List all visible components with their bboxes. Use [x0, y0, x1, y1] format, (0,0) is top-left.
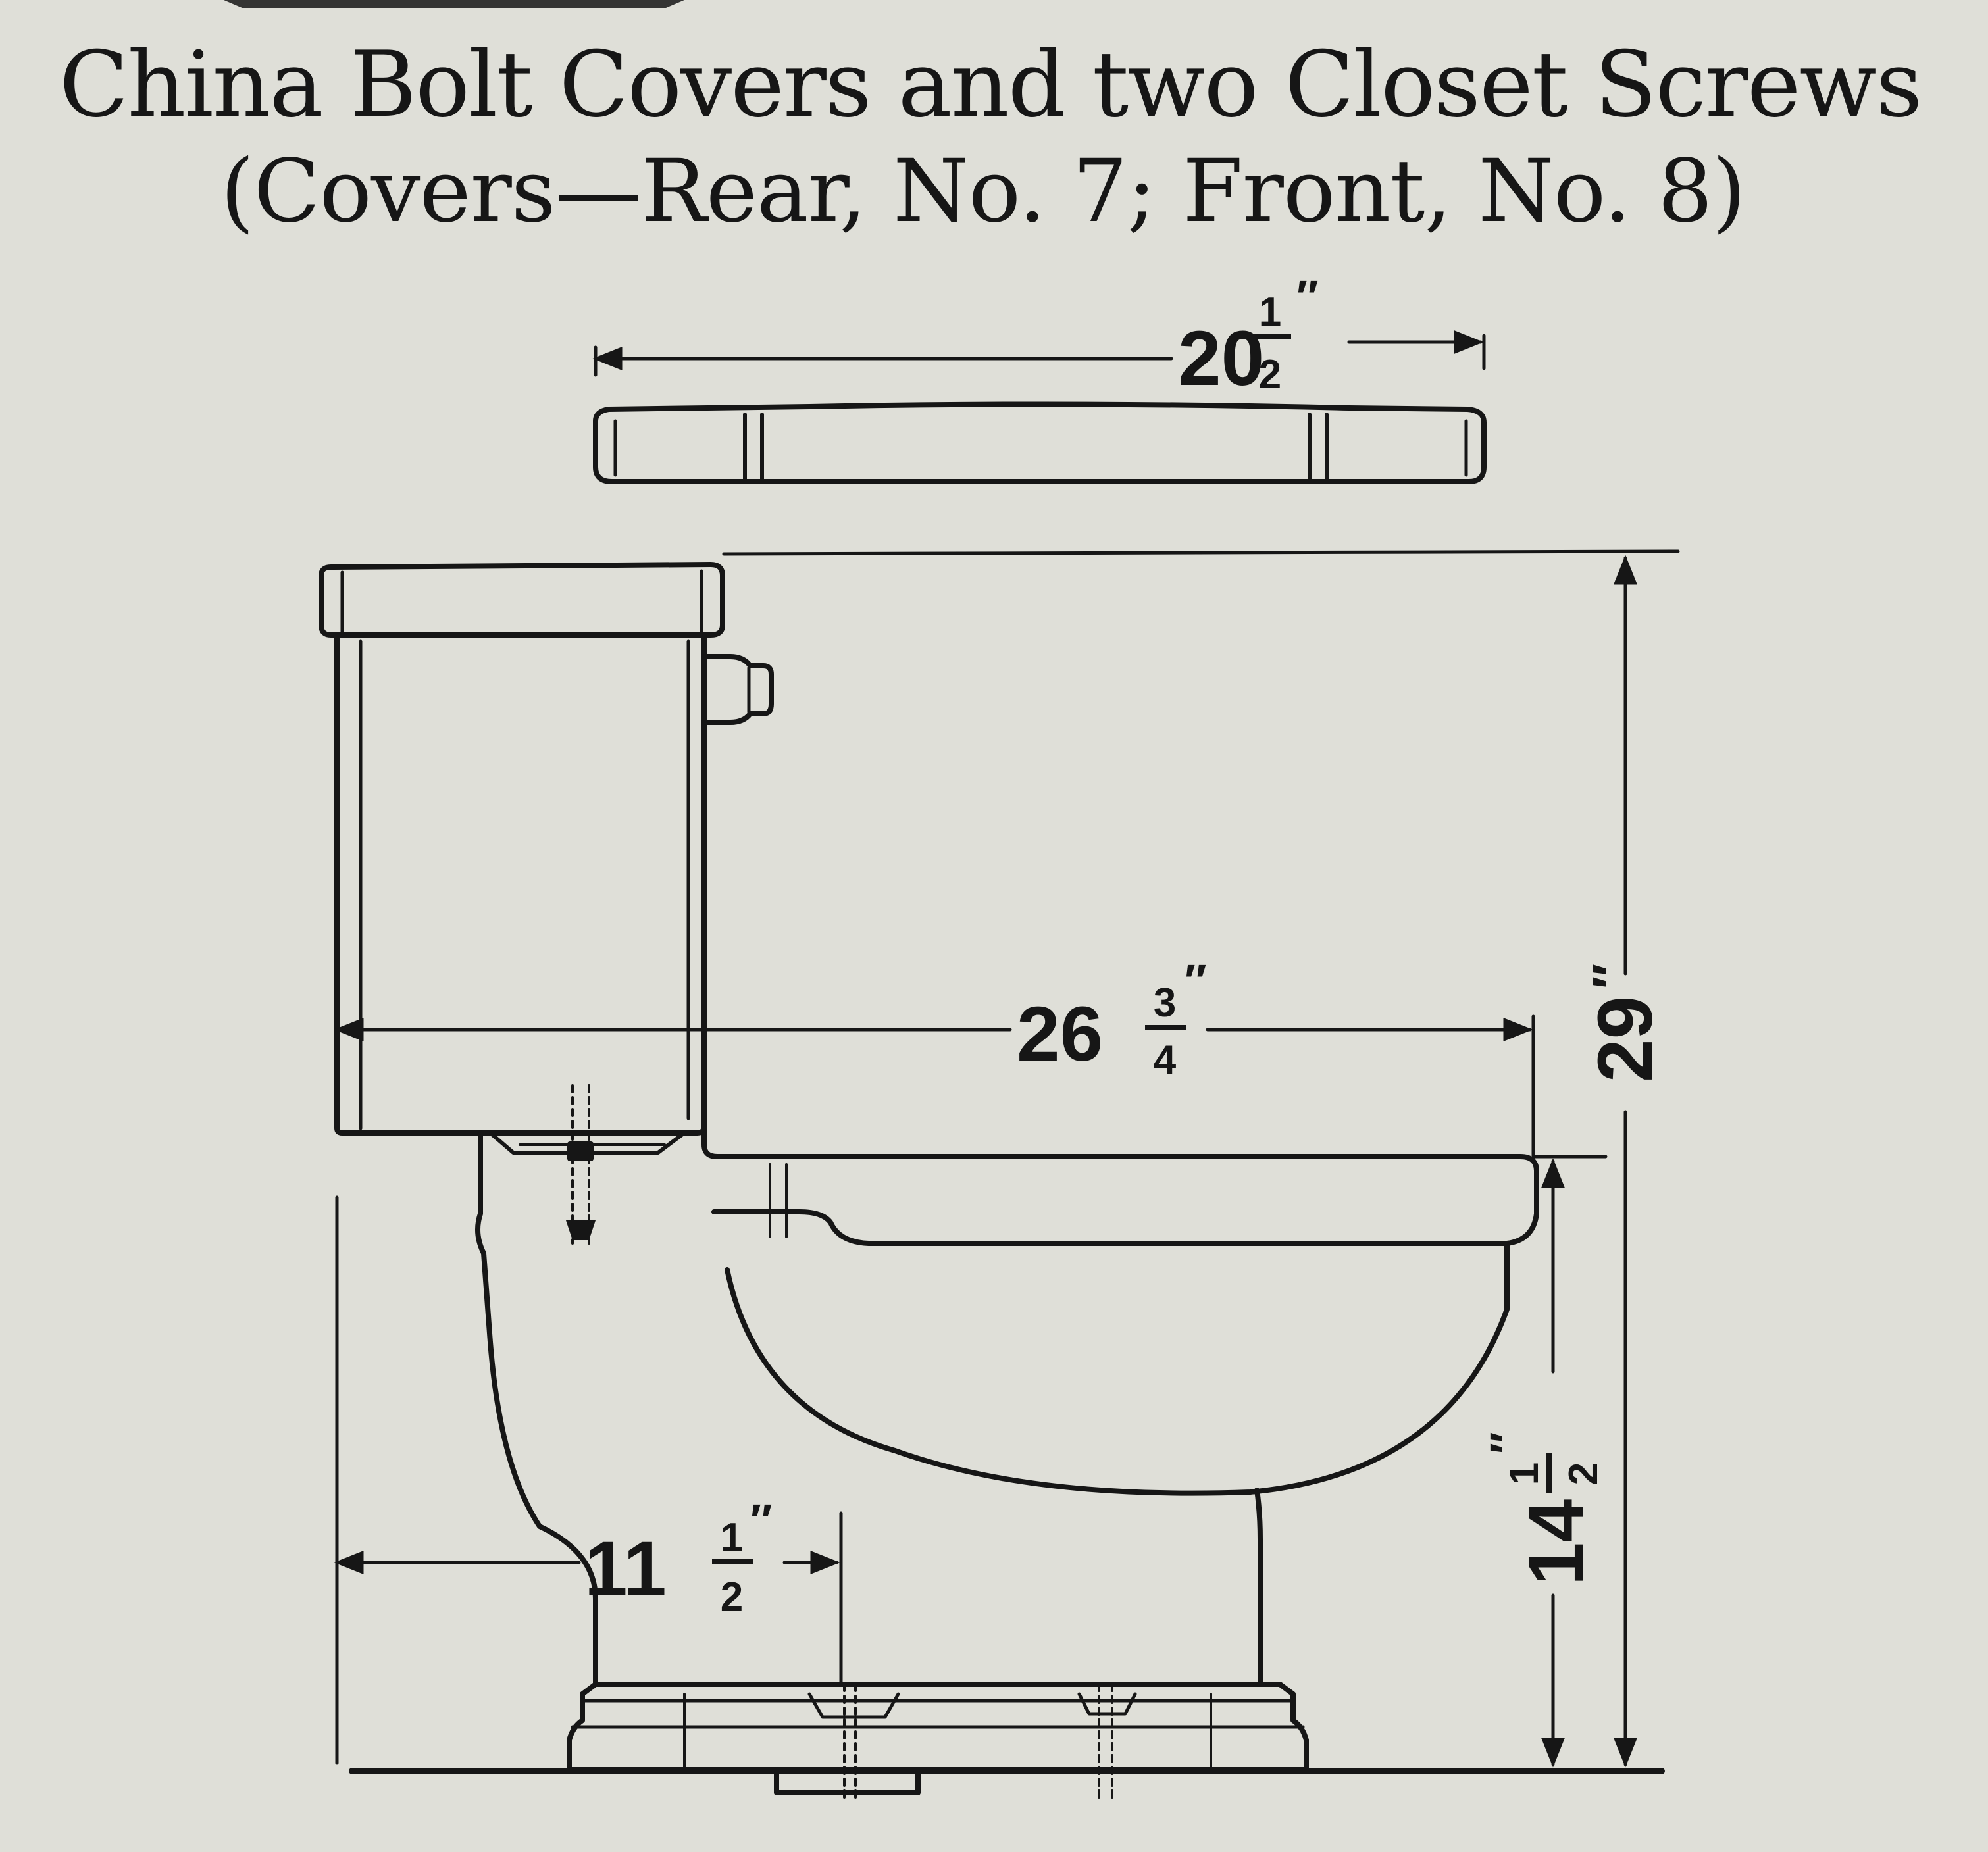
dim-depth-num: 3: [1154, 980, 1176, 1026]
bowl-side-view: [475, 1122, 1539, 1795]
closet-screw-centerlines: [843, 1683, 1113, 1804]
cropped-heading-fragment: [224, 0, 684, 8]
dim-rough-in-num: 1: [721, 1515, 743, 1561]
dim-tank-width-den: 2: [1259, 352, 1281, 397]
dim-height-unit: ″: [1581, 964, 1640, 989]
dim-overall-depth-line: [334, 1014, 1535, 1160]
label-overall-depth: 26 3 ″ 4: [1017, 955, 1207, 1083]
tank-connector-detail: [488, 1084, 788, 1245]
dim-seat-whole: 14: [1513, 1499, 1600, 1586]
label-overall-height: 29 ″: [1581, 964, 1669, 1082]
dim-rough-in-whole: 11: [584, 1526, 667, 1613]
tank-lid-top-view: [593, 401, 1487, 484]
dim-tank-width-num: 1: [1259, 289, 1281, 335]
tank-top-extension-line: [722, 549, 1680, 556]
dim-seat-num: 1: [1502, 1463, 1547, 1485]
label-rough-in: 11 1 ″ 2: [584, 1495, 773, 1620]
dim-rough-in-den: 2: [721, 1574, 743, 1620]
dim-depth-unit: ″: [1185, 955, 1207, 1007]
dim-tank-width-whole: 20: [1178, 315, 1264, 402]
caption-line-2: (Covers—Rear, No. 7; Front, No. 8): [220, 141, 1746, 242]
dim-tank-width-unit: ″: [1296, 271, 1319, 322]
dim-rough-in-unit: ″: [750, 1495, 773, 1546]
dim-seat-height-line: [1531, 1155, 1578, 1768]
label-tank-width: 20 1 ″ 2: [1178, 271, 1319, 402]
dim-seat-den: 2: [1561, 1463, 1606, 1485]
dim-seat-unit: ″: [1481, 1432, 1532, 1454]
caption-line-1: China Bolt Covers and two Closet Screws: [59, 32, 1922, 138]
dim-depth-whole: 26: [1017, 991, 1103, 1078]
tank-side-view: [319, 562, 774, 1136]
dim-depth-den: 4: [1154, 1038, 1177, 1083]
dim-rough-in-line: [334, 1195, 843, 1765]
dim-tank-width-line: [592, 330, 1486, 377]
label-seat-height: 14 1 ″ 2: [1481, 1432, 1606, 1586]
dim-height-whole: 29: [1582, 996, 1669, 1082]
bolt-head-icon: [566, 1141, 596, 1240]
